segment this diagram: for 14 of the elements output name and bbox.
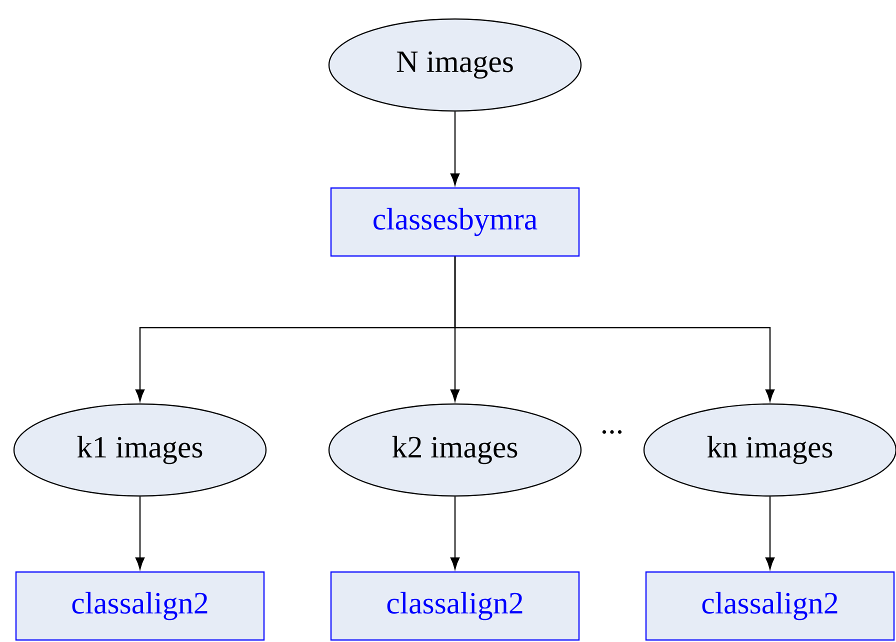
process-box: classesbymra bbox=[330, 187, 580, 257]
ellipsis-label: ... bbox=[602, 430, 622, 434]
arrow bbox=[454, 256, 775, 402]
ellipse-node: N images bbox=[328, 18, 582, 112]
arrow bbox=[135, 496, 145, 570]
ellipse-node: k1 images bbox=[13, 403, 267, 497]
process-box: classalign2 bbox=[645, 571, 895, 641]
process-box: classalign2 bbox=[330, 571, 580, 641]
process-box: classalign2 bbox=[15, 571, 265, 641]
ellipse-node: k2 images bbox=[328, 403, 582, 497]
arrow bbox=[450, 496, 460, 570]
arrow bbox=[765, 496, 775, 570]
ellipse-node: kn images bbox=[643, 403, 896, 497]
arrow bbox=[450, 112, 460, 186]
